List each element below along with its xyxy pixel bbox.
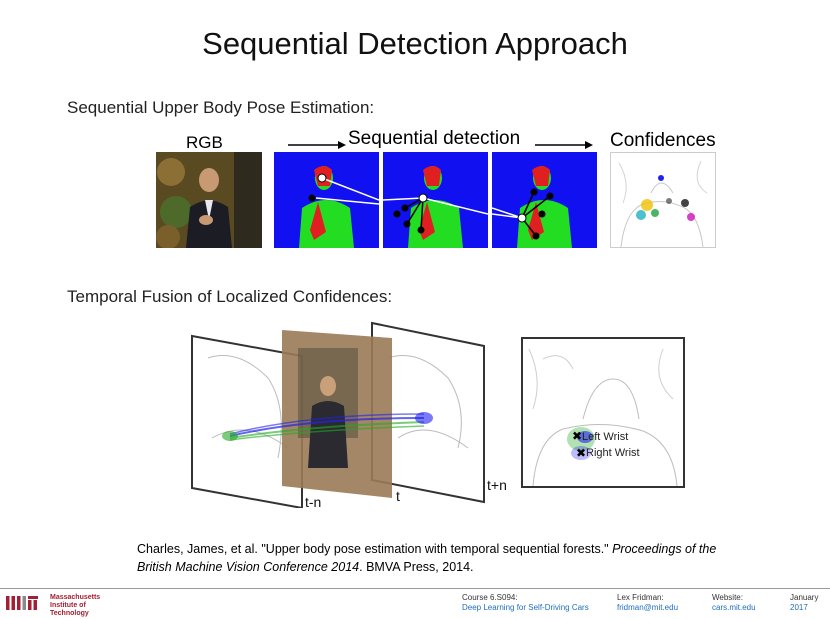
mit-wordmark: Massachusetts Institute of Technology [50, 594, 100, 618]
citation: Charles, James, et al. "Upper body pose … [137, 540, 737, 576]
wrist-label-right: Right Wrist [586, 447, 640, 459]
mit-line-2: Institute of [50, 602, 86, 609]
footer-year: 2017 [790, 603, 808, 612]
rgb-photo [156, 152, 262, 248]
footer-website-label: Website: [712, 593, 743, 602]
wrist-label-left: Left Wrist [582, 431, 629, 443]
figure-label-confidences: Confidences [610, 130, 716, 151]
mit-logo-icon [6, 596, 38, 610]
footer-course-name[interactable]: Deep Learning for Self-Driving Cars [462, 603, 589, 612]
section-heading-sequential: Sequential Upper Body Pose Estimation: [67, 98, 375, 117]
confidences-map [610, 152, 716, 248]
footer-author-email[interactable]: fridman@mit.edu [617, 603, 679, 612]
slide-title: Sequential Detection Approach [202, 26, 628, 61]
footer-divider [0, 588, 830, 589]
mit-line-1: Massachusetts [50, 594, 101, 601]
footer-website: Website: cars.mit.edu [712, 593, 756, 613]
footer-website-link[interactable]: cars.mit.edu [712, 603, 756, 612]
detection-panel-3 [492, 152, 597, 248]
footer-month: January [790, 593, 819, 602]
footer-course: Course 6.S094: Deep Learning for Self-Dr… [462, 593, 589, 613]
footer-date: January 2017 [790, 593, 818, 613]
mit-line-3: Technology [50, 610, 89, 617]
figure-label-sequential-detection: Sequential detection [348, 128, 521, 149]
time-label-t: t [396, 488, 400, 504]
footer-author: Lex Fridman: fridman@mit.edu [617, 593, 678, 613]
time-label-t-plus-n: t+n [487, 477, 507, 493]
arrow-icons [288, 141, 593, 149]
citation-authors-title: Charles, James, et al. "Upper body pose … [137, 542, 613, 556]
arrow-left-icon [288, 141, 346, 149]
footer-author-label: Lex Fridman: [617, 593, 664, 602]
footer-course-label: Course 6.S094: [462, 593, 518, 602]
section-heading-temporal: Temporal Fusion of Localized Confidences… [67, 287, 393, 306]
cross-marker-icon: ✖ [576, 446, 587, 460]
detection-panel-1 [274, 152, 379, 248]
detection-panel-2 [383, 152, 488, 248]
temporal-fusion-figure [191, 321, 485, 508]
figure-label-rgb: RGB [186, 133, 223, 152]
arrow-right-icon [535, 141, 593, 149]
citation-venue: Proceedings of the British Machine Visio… [137, 542, 717, 574]
citation-publisher: . BMVA Press, 2014. [359, 560, 474, 574]
wrist-confidence-map [521, 337, 685, 488]
cross-marker-icon: ✖ [572, 429, 583, 443]
time-label-t-minus-n: t-n [305, 494, 322, 510]
